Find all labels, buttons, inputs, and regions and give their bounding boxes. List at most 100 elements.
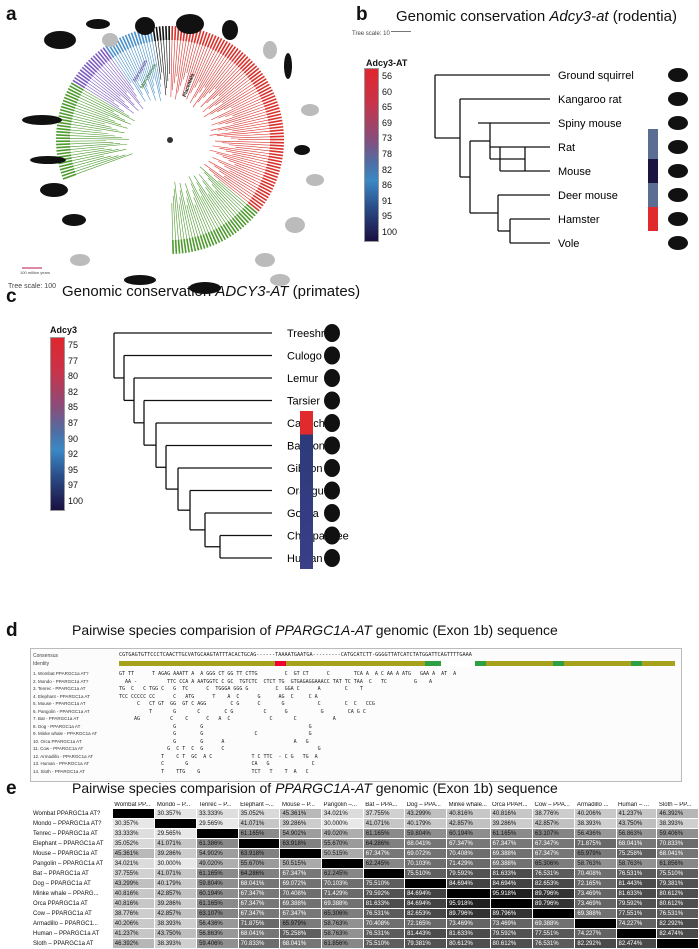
matrix-cell: 30.000% bbox=[322, 819, 364, 829]
tree-leaf-label bbox=[216, 229, 222, 241]
species-label-deer-mouse: Deer mouse bbox=[558, 190, 618, 202]
matrix-cell: 75.510% bbox=[363, 879, 404, 889]
matrix-cell: 81.633% bbox=[616, 889, 657, 899]
matrix-cell: 40.816% bbox=[447, 809, 490, 819]
kangaroo-silhouette-icon bbox=[44, 31, 76, 49]
tree-leaf-label bbox=[270, 133, 284, 134]
matrix-cell: 30.357% bbox=[112, 819, 155, 829]
matrix-diagonal-cell bbox=[490, 899, 532, 909]
matrix-cell: 59.406% bbox=[657, 829, 699, 839]
matrix-cell: 70.408% bbox=[363, 919, 404, 929]
panel-a-label: a bbox=[6, 4, 17, 26]
matrix-cell: 61.165% bbox=[490, 829, 532, 839]
matrix-cell: 74.227% bbox=[575, 929, 616, 939]
legend-tick: 60 bbox=[382, 87, 392, 97]
tree-leaf-label bbox=[56, 144, 70, 145]
tree-leaf-label bbox=[57, 152, 71, 154]
matrix-cell: 61.386% bbox=[197, 839, 239, 849]
tree-leaf-label bbox=[175, 26, 176, 40]
matrix-diagonal-cell bbox=[533, 909, 575, 919]
matrix-row-header: Bat – PPARGC1a AT bbox=[31, 869, 113, 879]
alignment-row-name: 10. Orca PPARGC1a AT bbox=[33, 739, 117, 744]
matrix-cell: 42.857% bbox=[447, 819, 490, 829]
matrix-cell: 61.856% bbox=[657, 859, 699, 869]
alignment-row-sequence: G G C G bbox=[119, 731, 312, 737]
matrix-cell: 64.286% bbox=[363, 839, 404, 849]
primate-silhouette-icon bbox=[324, 437, 340, 455]
tree-leaf-label bbox=[156, 27, 158, 41]
identity-segment bbox=[286, 661, 419, 666]
identity-segment bbox=[553, 661, 564, 666]
primate-silhouette-icon bbox=[324, 527, 340, 545]
alignment-row-name: 1. Wombat PPARGC1a AT? bbox=[33, 671, 117, 676]
matrix-col-header: Dog – PPA... bbox=[405, 802, 447, 809]
matrix-cell: 67.347% bbox=[280, 909, 322, 919]
matrix-cell: 42.857% bbox=[533, 819, 575, 829]
tree-leaf-label bbox=[181, 239, 183, 253]
elephant-silhouette-icon bbox=[176, 14, 204, 34]
tree-leaf-label bbox=[269, 156, 283, 158]
grey-animal-icon-2 bbox=[70, 254, 90, 266]
matrix-cell: 50.515% bbox=[280, 859, 322, 869]
tree-branch bbox=[174, 40, 177, 83]
matrix-cell: 84.694% bbox=[405, 889, 447, 899]
tree-leaf-label bbox=[166, 26, 167, 40]
tree-branch bbox=[209, 169, 250, 200]
tree-leaf-label bbox=[176, 240, 177, 254]
matrix-cell: 42.857% bbox=[155, 909, 197, 919]
matrix-row-header: Armadillo – PPARGC1... bbox=[31, 919, 113, 929]
alignment-row-name: 2. Mondo - PPARGC1a AT? bbox=[33, 679, 117, 684]
grey-rodent-icon bbox=[301, 104, 319, 116]
matrix-cell: 33.333% bbox=[112, 829, 155, 839]
matrix-cell: 62.245% bbox=[322, 869, 364, 879]
alignment-row-sequence: G G A A G bbox=[119, 739, 309, 745]
matrix-cell: 79.381% bbox=[657, 879, 699, 889]
matrix-cell: 55.670% bbox=[238, 859, 280, 869]
alignment-row-sequence: TG C C TGG C G TC C TGGGA GGG G C GGA C … bbox=[119, 686, 363, 692]
rodent-silhouette-icon bbox=[668, 164, 688, 178]
matrix-cell: 41.237% bbox=[112, 929, 155, 939]
matrix-cell: 37.755% bbox=[112, 869, 155, 879]
matrix-cell: 34.021% bbox=[322, 809, 364, 819]
matrix-cell: 61.165% bbox=[197, 899, 239, 909]
legend-tick: 56 bbox=[382, 71, 392, 81]
matrix-cell: 58.763% bbox=[322, 919, 364, 929]
tree-branch bbox=[224, 166, 260, 183]
matrix-cell: 73.469% bbox=[575, 899, 616, 909]
matrix-cell: 69.072% bbox=[280, 879, 322, 889]
panel-d-title-prefix: Pairwise species comparision of bbox=[72, 622, 275, 638]
matrix-cell: 61.165% bbox=[197, 869, 239, 879]
matrix-col-header: Minke whale... bbox=[447, 802, 490, 809]
matrix-cell: 40.816% bbox=[490, 809, 532, 819]
matrix-cell: 46.392% bbox=[657, 809, 699, 819]
tree-branch bbox=[72, 122, 118, 131]
grey-rodent-icon-3 bbox=[285, 217, 305, 233]
tree-branch bbox=[82, 93, 135, 121]
matrix-cell: 39.286% bbox=[155, 849, 197, 859]
alignment-row-name: 13. Human - PPARGC1a AT bbox=[33, 761, 117, 766]
matrix-cell: 84.694% bbox=[447, 879, 490, 889]
matrix-cell: 72.165% bbox=[575, 879, 616, 889]
matrix-cell: 81.633% bbox=[490, 869, 532, 879]
tree-leaf-label bbox=[257, 84, 269, 91]
matrix-diagonal-cell bbox=[197, 829, 239, 839]
matrix-cell: 30.357% bbox=[155, 809, 197, 819]
tree-leaf-label bbox=[268, 159, 282, 162]
matrix-diagonal-cell bbox=[616, 929, 657, 939]
matrix-col-header: Pangolin –... bbox=[322, 802, 364, 809]
matrix-cell: 80.612% bbox=[447, 939, 490, 949]
matrix-cell: 45.361% bbox=[280, 809, 322, 819]
primate-silhouette-icon bbox=[324, 369, 340, 387]
matrix-cell: 70.408% bbox=[280, 889, 322, 899]
matrix-cell: 79.381% bbox=[405, 939, 447, 949]
tree-leaf-label bbox=[57, 129, 71, 130]
matrix-cell: 77.551% bbox=[533, 929, 575, 939]
matrix-cell: 72.165% bbox=[405, 919, 447, 929]
matrix-cell: 80.612% bbox=[490, 939, 532, 949]
matrix-row-header: Cow – PPARGC1a AT bbox=[31, 909, 113, 919]
rodent-silhouette-icon bbox=[668, 236, 688, 250]
